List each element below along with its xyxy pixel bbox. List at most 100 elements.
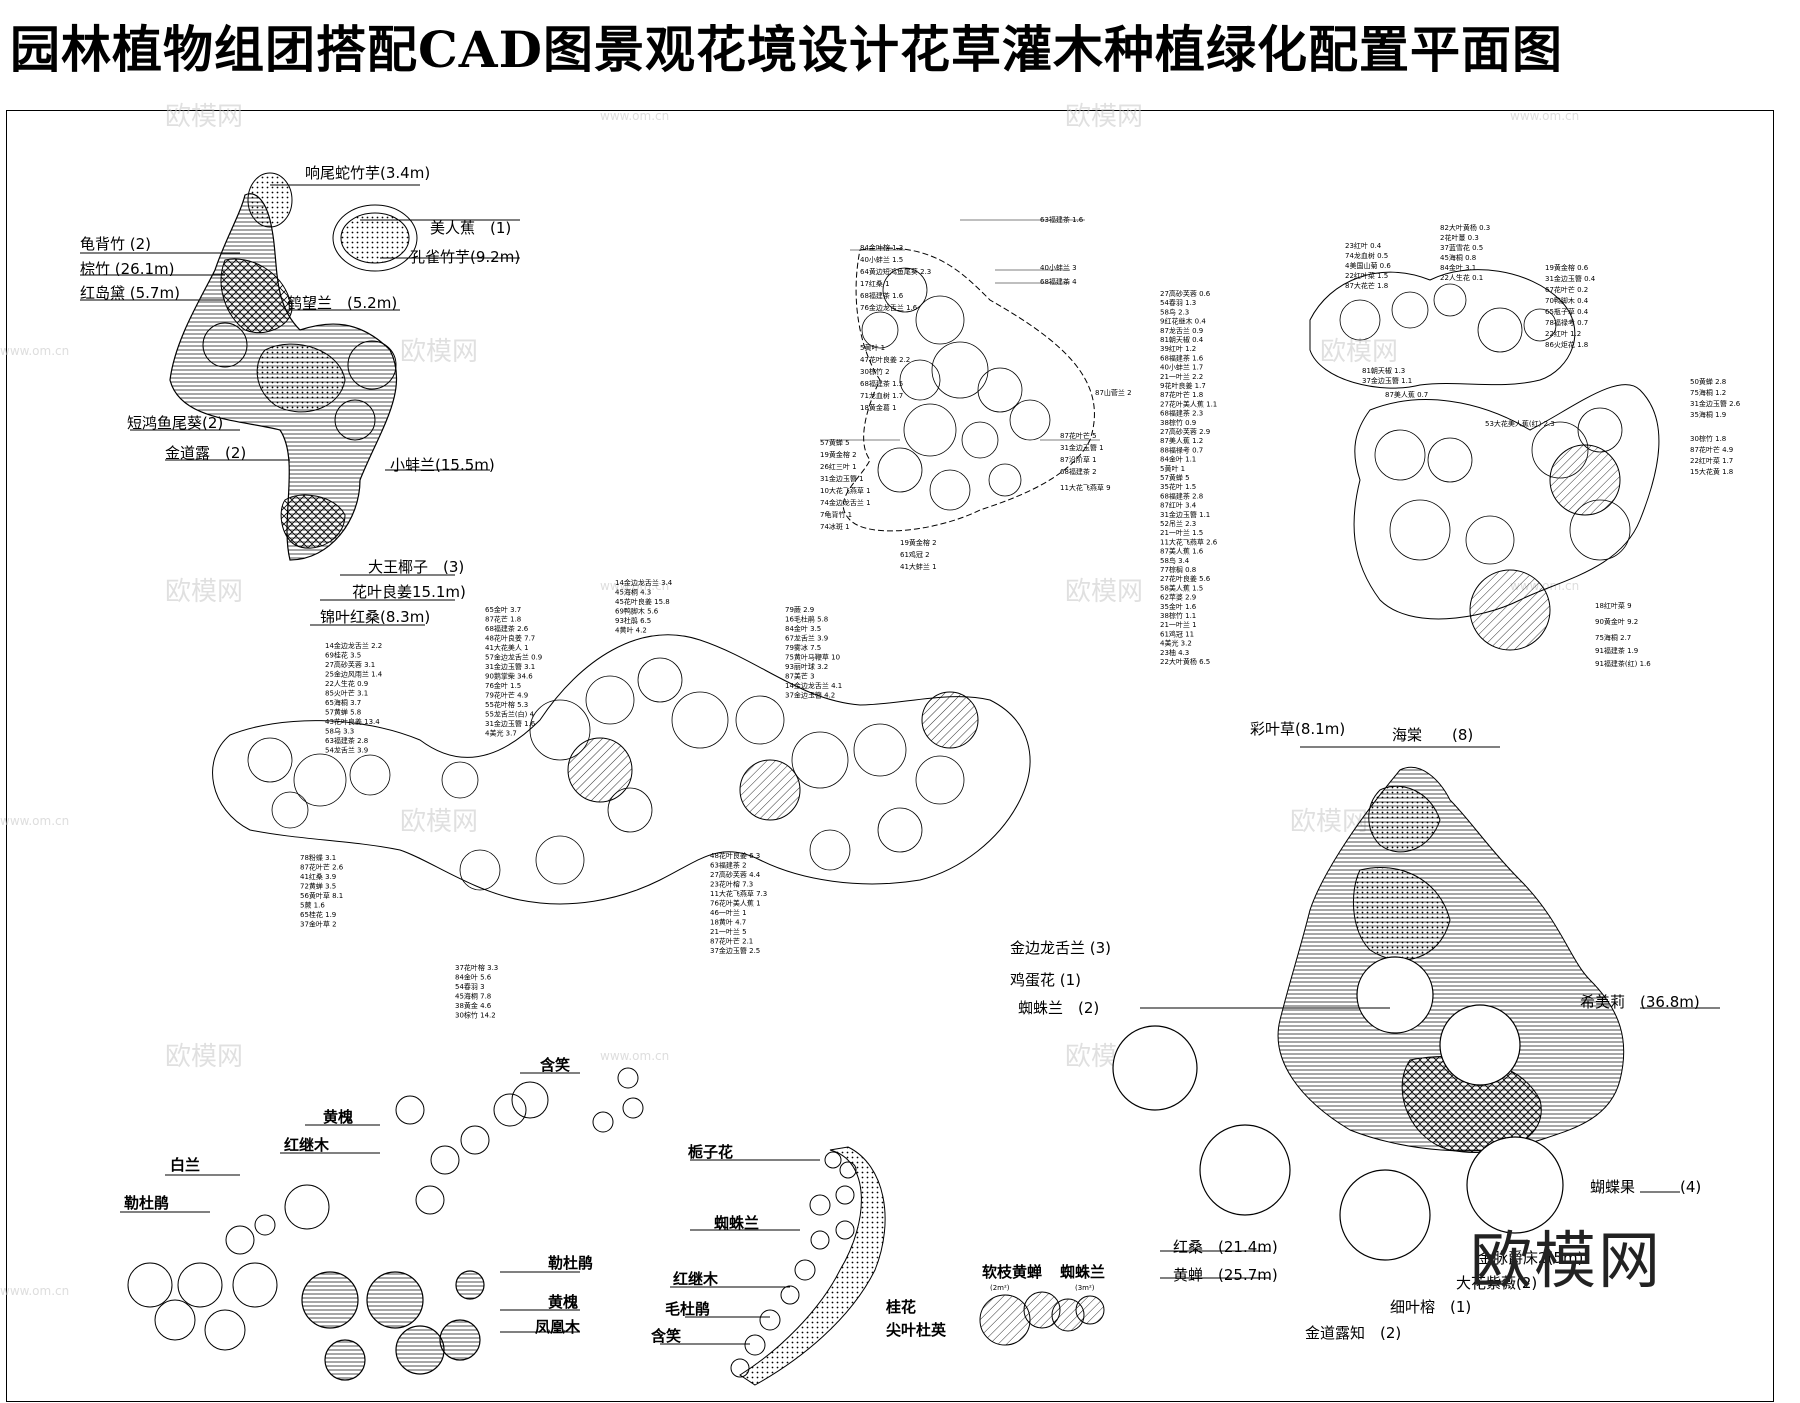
plant-label: 84金叶 1.1 bbox=[1160, 455, 1196, 464]
plant-label: 71龙血树 1.7 bbox=[860, 391, 903, 400]
tree-legend-label: 凤凰木 bbox=[535, 1318, 581, 1336]
plant-label: 84金叶 5.6 bbox=[455, 973, 492, 982]
plant-label: 海棠 (8) bbox=[1392, 726, 1473, 744]
plant-label: 孔雀竹芋(9.2m) bbox=[410, 248, 520, 266]
plant-label: 85火叶芒 3.1 bbox=[325, 689, 368, 698]
watermark: 欧模网 bbox=[165, 577, 243, 607]
plant-label: 75海桐 1.2 bbox=[1690, 388, 1726, 397]
plant-mass bbox=[220, 258, 293, 334]
plant-label: 54春羽 1.3 bbox=[1160, 298, 1196, 307]
shrub-legend-label: 桂花 bbox=[885, 1298, 916, 1316]
plant-label: 52吊兰 2.3 bbox=[1160, 519, 1196, 528]
plant-mass bbox=[256, 343, 346, 413]
plant-label: 38黄金 4.6 bbox=[455, 1001, 492, 1010]
plant-label: 41大蚌兰 1 bbox=[900, 562, 937, 571]
plant-label: 短鸿鱼尾葵(2) bbox=[127, 414, 223, 432]
plant-label: 27高砂芙蓉 3.1 bbox=[325, 660, 375, 669]
plant-label: 30棕竹 14.2 bbox=[455, 1011, 496, 1020]
page-title: 园林植物组团搭配CAD图景观花境设计花草灌木种植绿化配置平面图 bbox=[10, 20, 1563, 79]
shrub-symbols bbox=[979, 1291, 1105, 1346]
watermark: 欧模网 bbox=[165, 102, 243, 132]
planting-bed bbox=[1277, 766, 1625, 1152]
tree-canopy bbox=[739, 759, 801, 821]
plant-label: 58乌 3.3 bbox=[325, 727, 354, 736]
watermark-site: www.om.cn bbox=[0, 344, 69, 358]
plant-label: 希美莉 (36.8m) bbox=[1580, 993, 1700, 1011]
tree-legend-label: 勒杜鹃 bbox=[124, 1194, 169, 1212]
tree-canopy bbox=[921, 691, 979, 749]
plant-label: 鸡蛋花 (1) bbox=[1010, 971, 1081, 989]
shrub-symbols bbox=[730, 1151, 857, 1378]
plant-label: 57黄蝉 5.8 bbox=[325, 708, 361, 717]
plant-label: 45海桐 4.3 bbox=[615, 588, 651, 597]
leader-lines bbox=[80, 184, 520, 626]
plant-label: 花叶良姜15.1m) bbox=[352, 583, 466, 601]
tree-symbols bbox=[127, 1067, 644, 1351]
plant-label: 红桑 (21.4m) bbox=[1173, 1238, 1278, 1256]
plant-label: 38棕竹 0.9 bbox=[1160, 418, 1196, 427]
leader-lines bbox=[820, 219, 1100, 441]
leader-lines bbox=[120, 1072, 580, 1333]
palm-symbol bbox=[347, 340, 397, 390]
oval-bed-inner bbox=[340, 212, 410, 264]
plant-label: 74龙血树 0.5 bbox=[1345, 251, 1388, 260]
plant-label: 31金边玉簪 3.1 bbox=[485, 662, 535, 671]
plant-label: 27高砂芙蓉 2.9 bbox=[1160, 427, 1210, 436]
plant-label: 美人蕉 (1) bbox=[430, 219, 511, 237]
plant-label: 14金边龙舌兰 4.1 bbox=[785, 681, 842, 690]
tree-legend-label: 黄槐 bbox=[548, 1293, 578, 1311]
tree-canopy bbox=[1469, 569, 1551, 651]
watermark-layer: 欧模网 欧模网 欧模网 欧模网 欧模网 欧模网 欧模网 欧模网 欧模网 欧模网 … bbox=[0, 102, 1579, 1298]
plant-label: 93杜鹃 6.5 bbox=[615, 616, 651, 625]
plant-label: 37金叶草 2 bbox=[300, 920, 337, 929]
plant-label: 金道露 (2) bbox=[165, 444, 246, 462]
plant-label: 62苹婆 2.9 bbox=[1160, 593, 1196, 602]
plant-label: 蜘蛛兰 (2) bbox=[1018, 999, 1099, 1017]
plant-label: 27花叶良姜 5.6 bbox=[1160, 574, 1211, 583]
plant-label: 75海桐 2.7 bbox=[1595, 633, 1631, 642]
plant-label: 37花叶榕 3.3 bbox=[455, 963, 498, 972]
shrub-legend-area: (2m²) bbox=[990, 1284, 1010, 1292]
plant-label: 87花叶芒 1.8 bbox=[1160, 390, 1203, 399]
plant-label: 76金叶 1.5 bbox=[485, 681, 521, 690]
plant-label: 84金叶 3.1 bbox=[1440, 263, 1476, 272]
plant-label: 23花叶榕 7.3 bbox=[710, 880, 753, 889]
arc-legend-label: 含笑 bbox=[651, 1327, 681, 1345]
watermark-site: www.om.cn bbox=[0, 1284, 69, 1298]
leader-lines bbox=[1140, 746, 1720, 1279]
plant-label: 90鹅掌柴 34.6 bbox=[485, 672, 533, 681]
plant-label: 76金边龙舌兰 1.6 bbox=[860, 303, 918, 312]
plant-label: 38棕竹 1.1 bbox=[1160, 611, 1196, 620]
planting-bed bbox=[739, 1146, 886, 1386]
plant-label: 55龙舌兰(白) 4 bbox=[485, 710, 535, 719]
plant-label: 彩叶草(8.1m) bbox=[1250, 720, 1345, 738]
watermark-site: www.om.cn bbox=[1510, 109, 1579, 123]
plant-label: 9花叶良姜 1.7 bbox=[1160, 381, 1206, 390]
plant-label: 56黄叶草 8.1 bbox=[300, 891, 343, 900]
plant-label: 5黄叶 1 bbox=[1160, 464, 1185, 473]
plant-label: 26红三叶 1 bbox=[820, 462, 857, 471]
plant-label: 19黄金榕 2 bbox=[900, 538, 937, 547]
planting-bed bbox=[1353, 384, 1660, 620]
plant-label: 86火炬花 1.8 bbox=[1545, 340, 1588, 349]
plant-label: 68福建茶 1.6 bbox=[1160, 353, 1204, 362]
legend-trees: 含笑 黄槐 红继木 白兰 勒杜鹃 勒杜鹃 黄槐 凤凰木 bbox=[120, 1056, 644, 1381]
plant-label: 11大花飞燕草 9 bbox=[1060, 483, 1111, 492]
plant-label: 22红叶菜 1.5 bbox=[1345, 271, 1388, 280]
plant-label: 40小蚌兰 3 bbox=[1040, 263, 1077, 272]
plant-label: 22红叶菜 1.7 bbox=[1690, 456, 1733, 465]
plant-label: 82大叶黄杨 0.3 bbox=[1440, 223, 1490, 232]
plant-label: 67花叶芒 0.2 bbox=[1545, 285, 1588, 294]
plant-label: 35花叶 1.5 bbox=[1160, 482, 1196, 491]
plant-label: 50黄蝉 2.8 bbox=[1690, 377, 1726, 386]
plant-label: 15大花黄 1.8 bbox=[1690, 467, 1733, 476]
plant-label: 87红叶 3.4 bbox=[1160, 501, 1197, 510]
plant-label: 37金边玉簪 1.1 bbox=[1362, 376, 1412, 385]
watermark: 欧模网 bbox=[400, 807, 478, 837]
plant-label: 87山菅兰 2 bbox=[1095, 388, 1132, 397]
plant-label: 69桂花 3.5 bbox=[325, 651, 361, 660]
label-column-right: 50黄蝉 2.8 75海桐 1.2 31金边玉簪 2.6 35海桐 1.9 30… bbox=[1595, 377, 1741, 668]
plant-label: 18黄叶 4.7 bbox=[710, 918, 746, 927]
